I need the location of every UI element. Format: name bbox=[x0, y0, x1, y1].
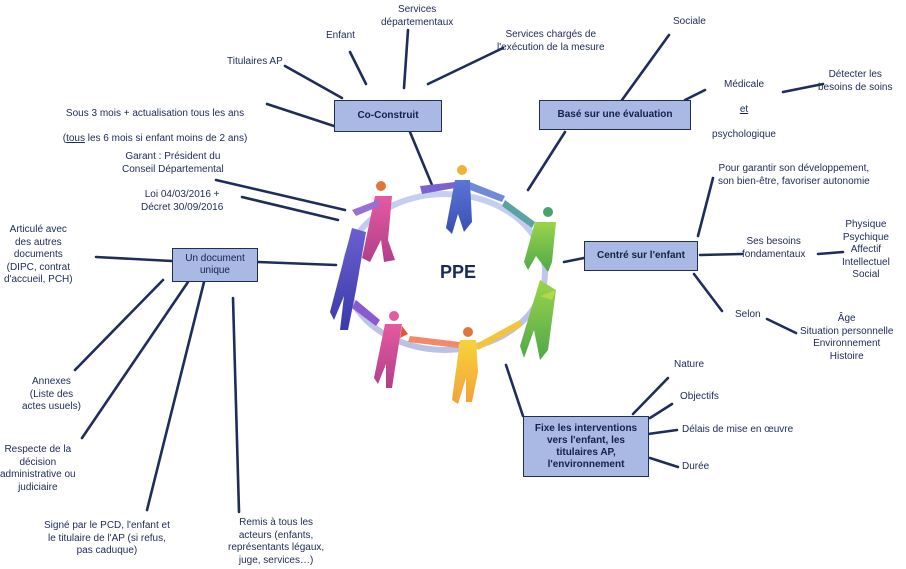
label-ses-besoins: Ses besoins fondamentaux bbox=[742, 236, 806, 260]
figure-5 bbox=[408, 320, 522, 404]
sous3mois-open: ( bbox=[62, 132, 67, 144]
label-signe: Signé par le PCD, l'enfant et le titulai… bbox=[44, 520, 170, 556]
label-sous-3-mois: Sous 3 mois + actualisation tous les ans… bbox=[52, 95, 258, 145]
label-psychologique: psychologique bbox=[712, 128, 776, 140]
sous3mois-rest: les 6 mois si enfant moins de 2 ans) bbox=[84, 132, 248, 144]
label-loi: Loi 04/03/2016 + Décret 30/09/2016 bbox=[141, 189, 224, 213]
label-sociale: Sociale bbox=[673, 16, 706, 27]
label-nature: Nature bbox=[674, 359, 705, 370]
label-duree: Durée bbox=[682, 461, 710, 472]
figure-4 bbox=[520, 280, 556, 360]
box-fixe-interventions: Fixe les interventions vers l'enfant, le… bbox=[523, 416, 649, 477]
label-et: et bbox=[739, 103, 749, 115]
box-co-construit: Co-Construit bbox=[334, 100, 442, 132]
figure-2 bbox=[420, 165, 505, 234]
sous3mois-line1: Sous 3 mois + actualisation tous les ans bbox=[65, 107, 245, 119]
box-document-unique: Un document unique bbox=[172, 248, 258, 282]
label-medicale: Médicale bbox=[723, 78, 765, 90]
center-title: PPE bbox=[440, 262, 477, 282]
figure-7 bbox=[330, 228, 380, 330]
label-articule: Articulé avec des autres documents (DIPC… bbox=[4, 224, 73, 285]
label-pour-garantir: Pour garantir son développement, son bie… bbox=[718, 163, 870, 187]
label-services-execution: Services chargés de l'exécution de la me… bbox=[497, 29, 605, 53]
label-respecte: Respecte de la décision administrative o… bbox=[0, 444, 76, 493]
label-remis: Remis à tous les acteurs (enfants, repré… bbox=[228, 517, 325, 566]
label-detecter: Détecter les besoins de soins bbox=[818, 69, 893, 93]
label-enfant: Enfant bbox=[326, 30, 355, 41]
label-annexes: Annexes (Liste des actes usuels) bbox=[22, 376, 81, 412]
label-services-departementaux: Services départementaux bbox=[381, 4, 454, 28]
label-objectifs: Objectifs bbox=[680, 391, 719, 402]
figure-6 bbox=[374, 311, 408, 388]
label-selon: Selon bbox=[735, 309, 761, 320]
label-delais: Délais de mise en œuvre bbox=[682, 424, 794, 435]
sous3mois-tous: tous bbox=[66, 132, 85, 144]
label-medicale-group: Médicale et psychologique bbox=[708, 66, 780, 141]
label-selon-list: Âge Situation personnelle Environnement … bbox=[800, 313, 894, 362]
figure-1 bbox=[352, 181, 395, 262]
label-besoins-list: Physique Psychique Affectif Intellectuel… bbox=[842, 219, 890, 280]
box-centre-enfant: Centré sur l'enfant bbox=[584, 241, 698, 271]
label-garant: Garant : Président du Conseil Départemen… bbox=[122, 151, 224, 175]
label-titulaires-ap: Titulaires AP bbox=[227, 56, 283, 67]
figure-3 bbox=[502, 200, 556, 272]
box-evaluation: Basé sur une évaluation bbox=[539, 100, 691, 130]
